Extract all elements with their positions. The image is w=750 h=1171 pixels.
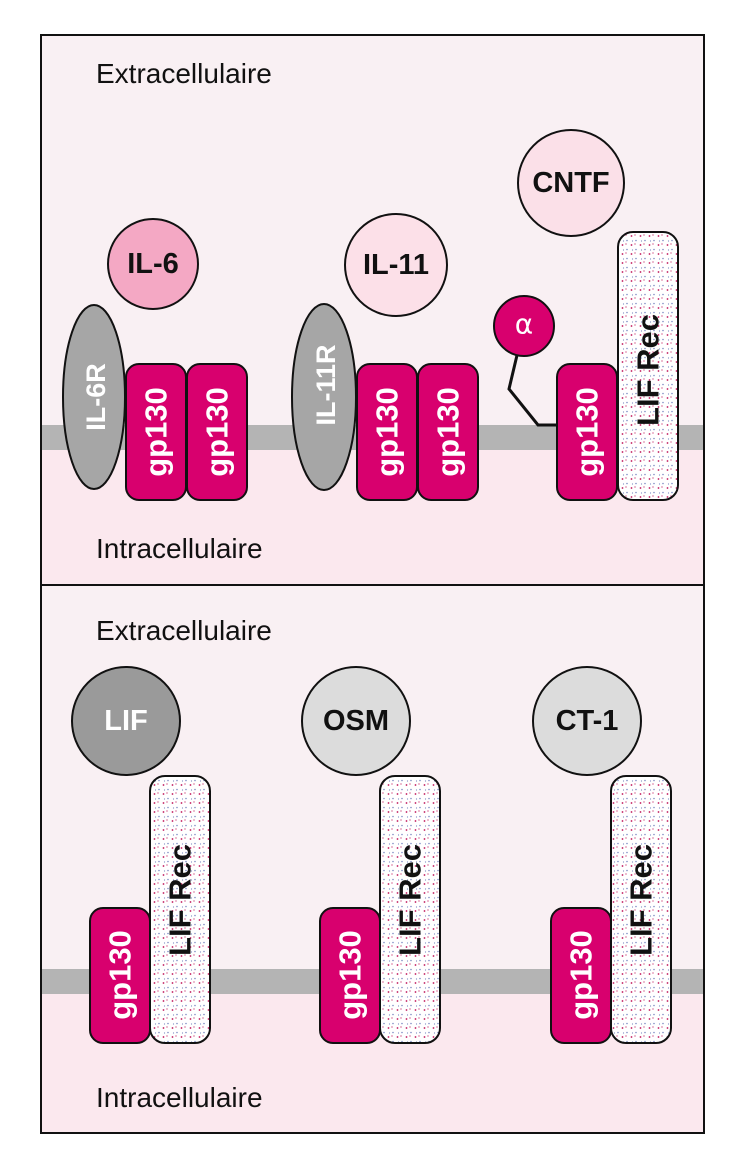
lif-receptor-complex: gp130 LIF Rec LIF xyxy=(71,666,211,1044)
gp130-label: gp130 xyxy=(570,387,605,477)
gp130-label: gp130 xyxy=(103,930,138,1020)
lif-rec-label: LIF Rec xyxy=(393,844,428,956)
gp130-label: gp130 xyxy=(139,387,174,477)
lif-receptor xyxy=(149,775,211,1044)
il11-receptor-complex: IL-11R gp130 gp130 IL-11 xyxy=(291,213,479,501)
cntf-label: CNTF xyxy=(532,167,609,199)
ct1-ligand xyxy=(532,666,642,776)
il11-label: IL-11 xyxy=(363,249,429,281)
lif-receptor xyxy=(610,775,672,1044)
il6r-label: IL-6R xyxy=(81,363,111,431)
lif-ligand xyxy=(71,666,181,776)
lif-rec-label: LIF Rec xyxy=(163,844,198,956)
panel-bottom: Extracellulaire Intracellulaire gp130 LI… xyxy=(40,584,705,1134)
il11-ligand xyxy=(344,213,448,317)
alpha-subunit xyxy=(493,295,555,357)
panel-border xyxy=(40,584,705,1134)
osm-label: OSM xyxy=(323,705,389,737)
cntf-receptor-complex: α gp130 LIF Rec CNTF xyxy=(493,129,679,501)
panel-top: Extracellulaire Intracellulaire IL-6R gp… xyxy=(40,34,705,586)
il6-label: IL-6 xyxy=(127,248,179,280)
ct1-label: CT-1 xyxy=(556,705,619,737)
alpha-anchor-line xyxy=(507,350,558,427)
il11r-label: IL-11R xyxy=(311,344,341,425)
cntf-ligand xyxy=(517,129,625,237)
gp130-label: gp130 xyxy=(370,387,405,477)
alpha-label: α xyxy=(515,308,533,341)
ct1-receptor-complex: gp130 LIF Rec CT-1 xyxy=(532,666,672,1044)
gp130-label: gp130 xyxy=(200,387,235,477)
gp130-label: gp130 xyxy=(431,387,466,477)
gp130-receptor xyxy=(417,363,479,501)
extracellular-label: Extracellulaire xyxy=(96,615,272,646)
lif-label: LIF xyxy=(104,705,148,737)
intracellular-label: Intracellulaire xyxy=(96,1082,263,1113)
il6-receptor-complex: IL-6R gp130 gp130 IL-6 xyxy=(62,218,248,501)
gp130-label: gp130 xyxy=(564,930,599,1020)
lif-rec-label: LIF Rec xyxy=(624,844,659,956)
osm-ligand xyxy=(301,666,411,776)
osm-receptor-complex: gp130 LIF Rec OSM xyxy=(301,666,441,1044)
intracellular-label: Intracellulaire xyxy=(96,533,263,564)
gp130-receptor xyxy=(186,363,248,501)
lif-receptor xyxy=(617,231,679,501)
il6-ligand xyxy=(107,218,199,310)
extracellular-label: Extracellulaire xyxy=(96,58,272,89)
gp130-label: gp130 xyxy=(333,930,368,1020)
lif-receptor xyxy=(379,775,441,1044)
lif-rec-label: LIF Rec xyxy=(631,314,666,426)
